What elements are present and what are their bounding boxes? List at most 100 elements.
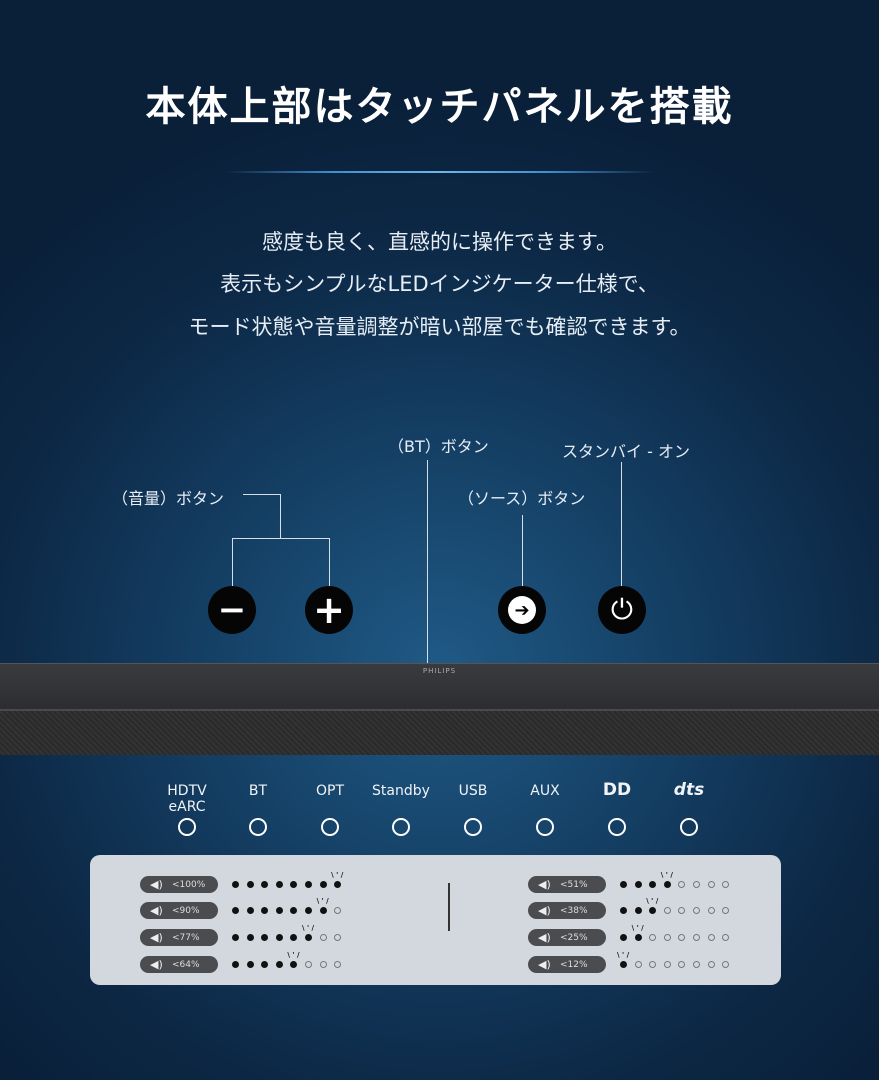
indicator-led [536,818,554,836]
speaker-icon: ◀) [150,958,163,971]
volume-dot [678,907,686,914]
volume-up-button[interactable]: + [305,586,353,634]
volume-dot [678,881,686,888]
volume-dot [261,961,269,968]
speaker-icon: ◀) [538,958,551,971]
volume-dot [663,907,671,914]
connector-line [621,462,622,586]
volume-dot [707,934,715,941]
volume-dot [678,934,686,941]
volume-dot [232,934,239,941]
soundbar-brand: PHILIPS [422,667,457,675]
power-icon: ⏻ [610,593,634,626]
source-arrow-icon: ➔ [508,596,536,624]
speaker-icon: ◀) [150,878,163,891]
volume-dot [620,934,627,941]
volume-dot [646,897,658,914]
connector-line [232,538,330,539]
volume-dot [334,907,342,914]
description-line: 表示もシンプルなLEDインジケーター仕様で、 [220,272,659,296]
volume-dot [334,934,342,941]
volume-level-label: <64% [172,959,200,970]
volume-level-pill: ◀) <64% [140,956,218,973]
plus-icon: + [313,588,345,632]
volume-level-pill: ◀) <51% [528,876,606,893]
volume-level-row: ◀)<90% [140,897,349,919]
volume-down-button[interactable]: − [208,586,256,634]
indicator-label: AUX [530,783,560,799]
volume-dot [661,871,673,888]
indicator-led [608,818,626,836]
volume-dot [275,881,283,888]
volume-level-pill: ◀) <77% [140,929,218,946]
volume-level-pill: ◀)<25% [528,929,606,946]
indicator-led [464,818,482,836]
connector-line [232,538,233,586]
volume-level-pill: ◀) <100% [140,876,218,893]
volume-dot [632,924,644,941]
indicator-label: USB [458,783,488,799]
volume-dot [232,907,239,914]
volume-level-pill: ◀)<12% [528,956,606,973]
volume-dot [261,907,269,914]
volume-dot [232,881,239,888]
volume-dot [317,897,329,914]
speaker-icon: ◀) [150,931,163,944]
indicator-led [680,818,698,836]
volume-dot [692,881,700,888]
volume-dot [722,961,730,968]
volume-dot [275,907,283,914]
volume-dot [319,934,327,941]
volume-dot [290,907,298,914]
connector-line [427,460,428,698]
volume-level-row: ◀) <64% [140,951,349,973]
volume-dot [246,934,254,941]
speaker-icon: ◀) [150,904,163,917]
volume-dot [692,934,700,941]
volume-dot [304,961,312,968]
indicator-label: dts [673,780,705,800]
indicator-label: OPT [315,783,344,799]
indicator-led [249,818,267,836]
source-button[interactable]: ➔ [498,586,546,634]
volume-dot [722,881,730,888]
speaker-icon: ◀) [538,904,551,917]
volume-button-label: （音量）ボタン [112,489,225,508]
volume-dot [649,934,657,941]
soundbar-top-panel [0,663,879,710]
volume-level-row: ◀)<25% [528,924,737,946]
connector-line [522,515,523,586]
volume-level-label: <51% [560,879,588,890]
indicator-label: Standby [372,783,430,799]
volume-dot [275,934,283,941]
volume-level-label: <38% [560,905,588,916]
standby-label: スタンバイ - オン [562,442,690,461]
speaker-icon: ◀) [538,931,551,944]
volume-dot [275,961,283,968]
volume-dot [634,881,642,888]
volume-dot [663,961,671,968]
volume-dot [246,961,254,968]
volume-dot [707,961,715,968]
speaker-icon: ◀) [538,878,551,891]
connector-line [329,538,330,586]
volume-dot [261,881,269,888]
volume-dot [663,934,671,941]
page-title: 本体上部はタッチパネルを搭載 [145,84,734,130]
volume-dot [707,881,715,888]
volume-level-pill: ◀)<90% [140,902,218,919]
volume-level-label: <100% [172,879,206,890]
volume-dot [290,881,298,888]
volume-dot [678,961,686,968]
soundbar-grille [0,709,879,755]
title-divider [225,171,655,173]
volume-level-label: <77% [172,932,200,943]
description-line: モード状態や音量調整が暗い部屋でも確認できます。 [188,315,691,339]
description-line: 感度も良く、直感的に操作できます。 [262,230,617,254]
volume-dot [722,907,730,914]
standby-button[interactable]: ⏻ [598,586,646,634]
bt-button-label: （BT）ボタン [388,437,489,456]
volume-dot [649,881,657,888]
connector-line [280,494,281,538]
volume-dot [617,951,629,968]
